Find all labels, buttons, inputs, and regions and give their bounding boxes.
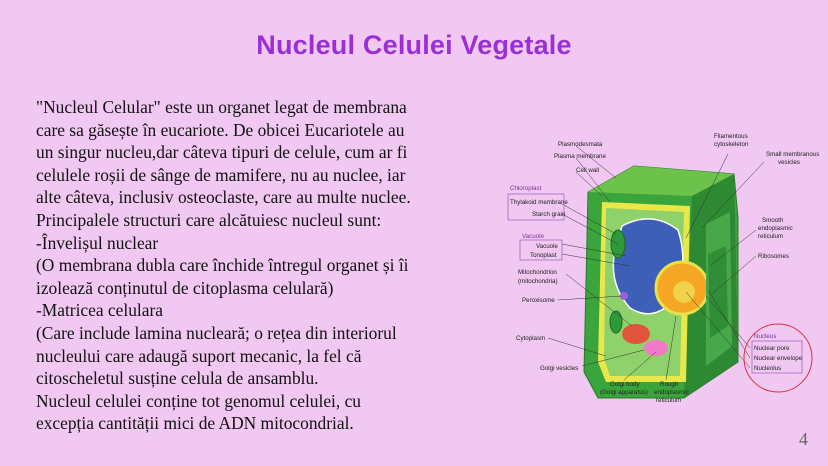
label-plasma-membrane: Plasma membrane	[554, 153, 606, 160]
paragraph-line: izolează conținutul de citoplasma celula…	[36, 277, 334, 298]
paragraph-line: un singur nucleu,dar câteva tipuri de ce…	[36, 142, 408, 163]
label-peroxisome: Peroxisome	[522, 297, 555, 304]
slide-paragraph: "Nucleul Celular" este un organet legat …	[36, 96, 506, 435]
cell-illustration	[583, 165, 739, 399]
peroxisome-shape	[620, 292, 628, 300]
paragraph-line: alte câteva, inclusiv osteoclaste, care …	[36, 187, 411, 208]
label-mitochondrion: Mitochondrion	[518, 269, 557, 276]
label-nucleolus: Nucleolus	[754, 365, 781, 372]
right-wall-block-2	[708, 246, 728, 338]
leader-line	[565, 273, 633, 327]
nucleus-group-box	[751, 340, 803, 374]
leader-line	[561, 213, 619, 245]
paragraph-line: celulele roșii de sânge de mamifere, nu …	[36, 164, 406, 185]
label-filamentous-cytoskeleton: cytoskeleton	[714, 141, 749, 148]
page-number: 4	[799, 429, 808, 449]
label-tonoplast: Tonoplast	[530, 252, 557, 259]
paragraph-line: (Care include lamina nucleară; o rețea d…	[36, 322, 397, 343]
label-small-vesicles: Small membranous	[766, 151, 819, 158]
label-rough-er: reticulum	[656, 397, 681, 404]
paragraph-line: care sa găsește în eucariote. De obicei …	[36, 119, 405, 140]
label-golgi-apparatus: (Golgi apparatus)	[600, 389, 648, 396]
vacuole-group-box	[519, 239, 563, 261]
leader-line	[709, 229, 757, 267]
leader-line	[623, 351, 657, 381]
paragraph-line: Nucleul celulei conține tot genomul celu…	[36, 390, 361, 411]
leader-line	[561, 253, 631, 267]
golgi-shape	[644, 340, 668, 356]
leader-line	[685, 153, 729, 239]
label-starch-grain: Starch grain	[532, 211, 566, 218]
leader-line	[561, 203, 617, 235]
label-rough-er: endoplasmic	[654, 389, 689, 396]
label-plasmodesmata: Plasmodesmata	[558, 141, 603, 148]
label-vacuole: Vacuole	[536, 243, 558, 250]
label-mitochondrion-sub: (mitochondria)	[518, 278, 558, 285]
leader-line	[707, 289, 751, 359]
label-smooth-er: Smooth	[762, 217, 784, 224]
label-rough-er: Rough	[660, 381, 679, 388]
leader-line	[581, 349, 645, 367]
label-nuclear-envelope: Nuclear envelope	[754, 355, 803, 362]
label-nucleus: Nucleus	[754, 333, 776, 340]
paragraph-line: (O membrana dubla care închide întregul …	[36, 255, 409, 276]
label-chloroplast: Chloroplast	[510, 185, 542, 192]
paragraph-line: nucleului care adaugă suport mecanic, la…	[36, 345, 362, 366]
label-ribosomes: Ribosomes	[758, 253, 789, 260]
plant-cell-svg: Plasmodesmata Plasma membrane Cell wall …	[507, 133, 819, 404]
label-golgi-body: Golgi body	[610, 381, 640, 388]
nucleolus-shape	[673, 281, 695, 303]
label-nuclear-pore: Nuclear pore	[754, 345, 790, 352]
leader-lines	[547, 145, 765, 381]
label-filamentous-cytoskeleton: Filamentous	[714, 133, 748, 140]
label-vacuole-group: Vacuole	[522, 233, 544, 240]
leader-line	[557, 295, 623, 301]
leader-line	[701, 161, 765, 229]
label-small-vesicles: vesicles	[778, 159, 800, 166]
label-golgi-vesicles: Golgi vesicles	[540, 365, 578, 372]
mitochondrion-shape	[622, 324, 650, 344]
leader-line	[561, 243, 627, 257]
leader-line	[575, 171, 603, 197]
leader-line	[575, 157, 611, 203]
chloroplast-group-box	[507, 193, 565, 221]
chloroplast-shape-2	[609, 310, 623, 334]
nucleus-highlight-circle	[743, 323, 813, 393]
paragraph-line: -Matricea celulara	[36, 300, 163, 321]
leader-line	[575, 145, 617, 179]
paragraph-line: Principalele structuri care alcătuiesc n…	[36, 209, 382, 230]
leader-line	[711, 255, 757, 295]
label-cytoplasm: Cytoplasm	[516, 335, 545, 342]
label-smooth-er: reticulum	[758, 233, 783, 240]
leader-line	[547, 337, 607, 357]
paragraph-line: citoscheletul susține celula de ansamblu…	[36, 368, 319, 389]
paragraph-line: "Nucleul Celular" este un organet legat …	[36, 97, 407, 117]
paragraph-line: -Învelișul nuclear	[36, 232, 159, 253]
leader-line	[685, 291, 751, 369]
label-cell-wall: Cell wall	[576, 167, 599, 174]
label-thylakoid-membrane: Thylakoid membrane	[510, 199, 568, 206]
slide-title: Nucleul Celulei Vegetale	[256, 30, 572, 60]
plant-cell-diagram: Plasmodesmata Plasma membrane Cell wall …	[506, 126, 822, 416]
paragraph-line: excepția cantității mici de ADN mitocond…	[36, 413, 354, 434]
label-smooth-er: endoplasmic	[758, 225, 793, 232]
leader-line	[665, 315, 677, 381]
cell-top-face	[588, 166, 734, 196]
